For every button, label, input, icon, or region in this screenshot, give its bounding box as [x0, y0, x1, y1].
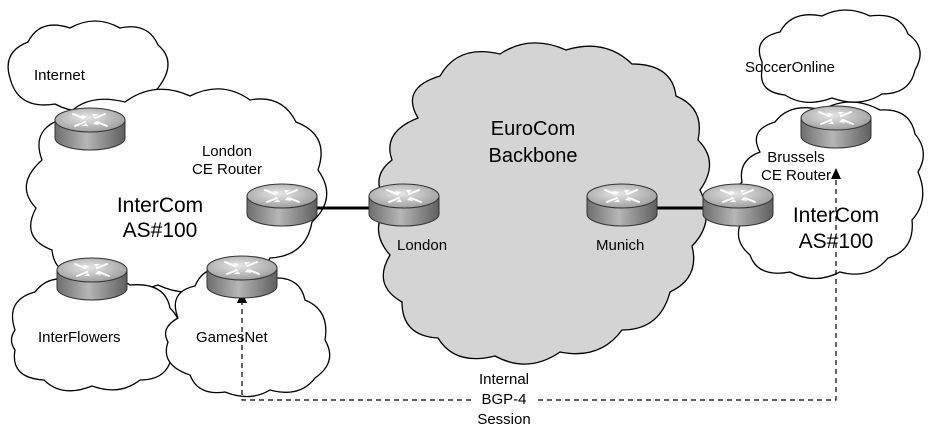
intercom-right-label-1: InterCom — [793, 204, 879, 227]
backbone-label-2: Backbone — [489, 145, 578, 167]
session-label-2: BGP-4 — [481, 391, 526, 408]
internet-cloud — [7, 20, 169, 112]
router-brussels-ce-icon — [702, 183, 774, 227]
session-label-3: Session — [477, 411, 530, 428]
interflowers-label: InterFlowers — [38, 329, 121, 346]
router-munich-icon — [586, 183, 658, 227]
router-socceronline-icon — [800, 105, 872, 149]
london-ce-router-label-2: CE Router — [192, 161, 262, 178]
intercom-left-label-2: AS#100 — [123, 219, 198, 242]
intercom-right-label-2: AS#100 — [799, 230, 874, 253]
socceronline-label: SoccerOnline — [745, 59, 835, 76]
router-london-icon — [368, 183, 440, 227]
london-ce-router-label-1: London — [202, 143, 252, 160]
munich-router-label: Munich — [596, 237, 644, 254]
session-label-1: Internal — [479, 371, 529, 388]
bgp-session-line — [241, 176, 837, 401]
router-london-ce-icon — [246, 183, 318, 227]
session-label-background — [472, 370, 536, 426]
internet-label: Internet — [34, 67, 86, 84]
backbone-cloud — [377, 42, 711, 365]
intercom-left-label-1: InterCom — [117, 194, 203, 217]
socceronline-cloud — [758, 9, 921, 103]
router-gamesnet-icon — [206, 255, 278, 299]
gamesnet-label: GamesNet — [196, 329, 269, 346]
router-internet-icon — [54, 107, 126, 151]
london-router-label: London — [397, 237, 447, 254]
brussels-ce-router-label-1: Brussels — [767, 149, 825, 166]
backbone-label-1: EuroCom — [491, 118, 575, 140]
bgp-arrow-brussels — [831, 168, 841, 179]
brussels-ce-router-label-2: CE Router — [761, 167, 831, 184]
router-interflowers-icon — [56, 257, 128, 301]
